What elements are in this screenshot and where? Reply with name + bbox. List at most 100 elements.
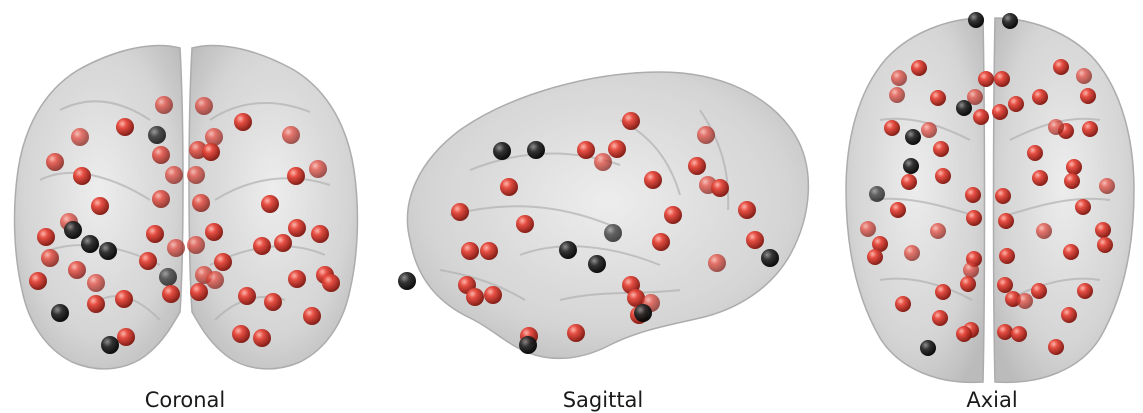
axial-node-red xyxy=(1036,223,1052,239)
axial-node-red xyxy=(1063,244,1079,260)
coronal-node-red xyxy=(190,283,208,301)
axial-node-red xyxy=(960,276,976,292)
axial-node-red xyxy=(963,262,979,278)
axial-node-red xyxy=(1048,339,1064,355)
axial-node-red xyxy=(1032,170,1048,186)
sagittal-node-red xyxy=(622,112,640,130)
axial-node-black xyxy=(956,100,972,116)
axial-node-red xyxy=(895,296,911,312)
axial-node-red xyxy=(1082,121,1098,137)
sagittal-node-black xyxy=(398,272,416,290)
coronal-node-red xyxy=(274,234,292,252)
axial-node-red xyxy=(1076,68,1092,84)
axial-node-red xyxy=(995,188,1011,204)
axial-node-red xyxy=(994,71,1010,87)
sagittal-node-red xyxy=(746,231,764,249)
coronal-node-red xyxy=(288,270,306,288)
sagittal-node-red xyxy=(664,206,682,224)
axial-node-red xyxy=(935,168,951,184)
axial-node-red xyxy=(911,60,927,76)
sagittal-node-black xyxy=(634,304,652,322)
axial-node-red xyxy=(999,248,1015,264)
coronal-node-red xyxy=(253,329,271,347)
sagittal-node-red xyxy=(484,286,502,304)
sagittal-node-red xyxy=(738,201,756,219)
coronal-node-red xyxy=(238,287,256,305)
axial-node-red xyxy=(997,324,1013,340)
sagittal-node-red xyxy=(516,215,534,233)
sagittal-node-red xyxy=(480,242,498,260)
axial-node-red xyxy=(998,213,1014,229)
coronal-node-red xyxy=(195,97,213,115)
coronal-node-red xyxy=(87,274,105,292)
coronal-node-red xyxy=(205,128,223,146)
sagittal-node-red xyxy=(652,233,670,251)
sagittal-node-black xyxy=(559,241,577,259)
coronal-node-red xyxy=(91,197,109,215)
sagittal-node-red xyxy=(708,254,726,272)
axial-node-red xyxy=(966,210,982,226)
axial-node-red xyxy=(1099,178,1115,194)
coronal-node-black xyxy=(101,336,119,354)
axial-node-black xyxy=(920,340,936,356)
coronal-label: Coronal xyxy=(85,388,285,412)
coronal-node-red xyxy=(253,237,271,255)
coronal-node-red xyxy=(261,195,279,213)
sagittal-node-red xyxy=(466,288,484,306)
axial-node-red xyxy=(1031,283,1047,299)
coronal-node-red xyxy=(162,285,180,303)
axial-view xyxy=(846,12,1134,382)
axial-node-red xyxy=(890,202,906,218)
axial-node-red xyxy=(1017,293,1033,309)
coronal-node-red xyxy=(303,307,321,325)
coronal-node-red xyxy=(232,325,250,343)
coronal-node-red xyxy=(146,225,164,243)
sagittal-view xyxy=(398,72,808,358)
coronal-node-red xyxy=(73,167,91,185)
axial-node-red xyxy=(1077,283,1093,299)
coronal-node-red xyxy=(117,328,135,346)
coronal-node-red xyxy=(68,261,86,279)
axial-node-red xyxy=(1053,59,1069,75)
coronal-view xyxy=(15,45,358,368)
coronal-node-red xyxy=(311,225,329,243)
coronal-node-red xyxy=(187,166,205,184)
coronal-node-red xyxy=(152,190,170,208)
sagittal-node-red xyxy=(451,203,469,221)
axial-node-red xyxy=(973,109,989,125)
axial-node-black xyxy=(869,186,885,202)
coronal-node-black xyxy=(64,221,82,239)
axial-label: Axial xyxy=(892,388,1092,412)
coronal-node-red xyxy=(206,271,224,289)
coronal-node-red xyxy=(87,295,105,313)
coronal-node-red xyxy=(165,166,183,184)
axial-node-red xyxy=(930,90,946,106)
axial-node-black xyxy=(1002,13,1018,29)
axial-node-red xyxy=(956,326,972,342)
coronal-node-red xyxy=(192,194,210,212)
sagittal-node-red xyxy=(500,178,518,196)
axial-node-red xyxy=(932,310,948,326)
axial-node-red xyxy=(867,249,883,265)
axial-node-red xyxy=(891,70,907,86)
sagittal-label: Sagittal xyxy=(503,388,703,412)
axial-node-red xyxy=(933,141,949,157)
axial-node-red xyxy=(978,71,994,87)
axial-node-red xyxy=(1095,222,1111,238)
coronal-node-red xyxy=(322,274,340,292)
axial-node-red xyxy=(1064,173,1080,189)
sagittal-node-black xyxy=(604,224,622,242)
coronal-node-red xyxy=(152,146,170,164)
coronal-node-red xyxy=(234,113,252,131)
axial-node-red xyxy=(1066,159,1082,175)
coronal-node-red xyxy=(139,252,157,270)
sagittal-node-black xyxy=(519,336,537,354)
coronal-node-red xyxy=(282,126,300,144)
axial-node-black xyxy=(903,158,919,174)
coronal-node-red xyxy=(187,236,205,254)
axial-node-red xyxy=(1075,199,1091,215)
sagittal-node-red xyxy=(461,242,479,260)
sagittal-node-black xyxy=(761,249,779,267)
sagittal-node-black xyxy=(527,141,545,159)
